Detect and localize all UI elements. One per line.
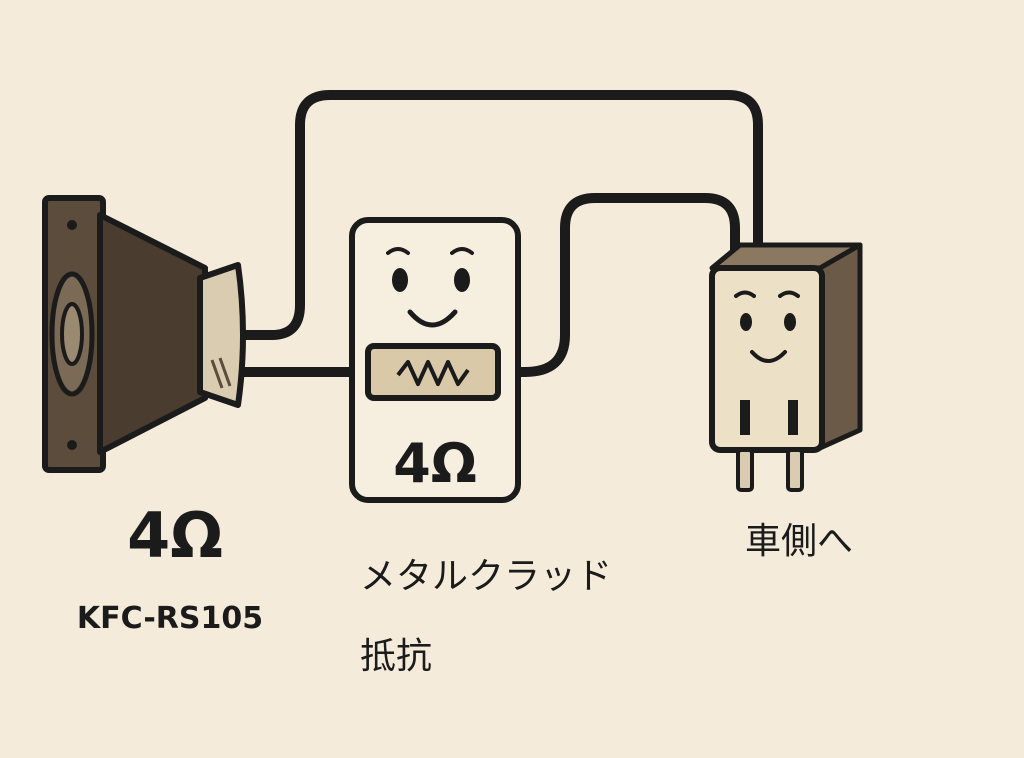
resistor-label-line1: メタルクラッド xyxy=(360,556,612,597)
speaker-icon xyxy=(42,195,246,473)
resistor-label-line2: 抵抗 xyxy=(360,636,432,677)
speaker-model: KFC-RS105 xyxy=(77,601,263,636)
plug-icon xyxy=(709,242,863,492)
resistor-ohms: 4Ω xyxy=(393,432,476,495)
top-wire xyxy=(230,90,763,340)
resistor-icon xyxy=(365,343,501,401)
speaker-ohms: 4Ω xyxy=(127,499,223,572)
plug-label: 車側へ xyxy=(745,521,853,562)
resistor-card: 4Ω xyxy=(349,217,521,503)
